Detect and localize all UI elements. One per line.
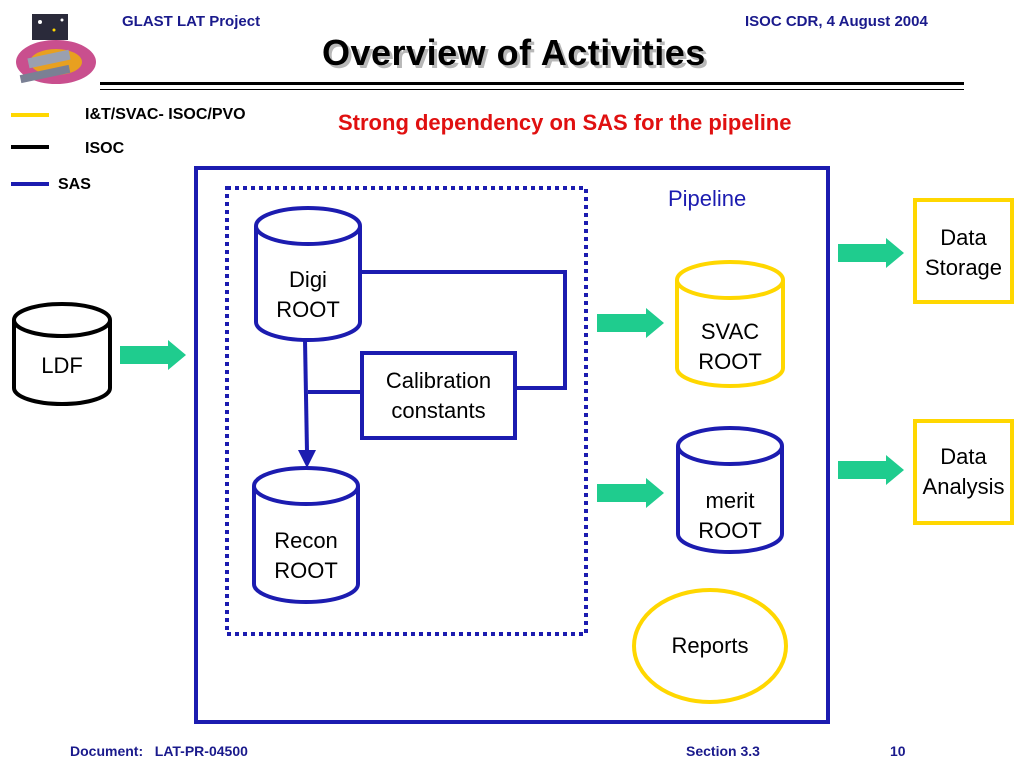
legend-swatch-black: [11, 145, 49, 149]
data-analysis-box: [913, 419, 1014, 525]
calibration-box: [360, 351, 517, 440]
data-analysis-label: Data Analysis: [913, 442, 1014, 502]
header-event: ISOC CDR, 4 August 2004: [745, 13, 928, 30]
digi-to-calibration-line: [360, 270, 567, 390]
legend-label-sas: SAS: [58, 176, 91, 193]
analysis-arrow: [838, 455, 904, 485]
merit-arrow: [597, 478, 664, 508]
calibration-label-line1: Calibration: [385, 368, 492, 393]
legend-swatch-blue: [11, 182, 49, 186]
pipeline-label: Pipeline: [668, 186, 747, 211]
merit-label: merit ROOT: [678, 486, 782, 546]
footer-document: Document: LAT-PR-04500: [70, 743, 248, 759]
data-analysis-line2: Analysis: [922, 474, 1005, 499]
title-rule-thin: [100, 89, 964, 90]
data-storage-label: Data Storage: [913, 223, 1014, 283]
digi-to-recon-line: [303, 339, 309, 453]
recon-label-line1: Recon: [274, 528, 338, 553]
dependency-note: Strong dependency on SAS for the pipelin…: [338, 110, 792, 135]
merit-cylinder: [676, 426, 784, 554]
digi-label-line1: Digi: [289, 267, 327, 292]
flow-arrows: [120, 238, 904, 508]
legend-swatch-yellow: [11, 113, 49, 117]
svac-label-line2: ROOT: [698, 349, 762, 374]
recon-cylinder: [252, 466, 360, 604]
legend-label-isoc: ISOC: [85, 140, 125, 157]
calibration-label-line2: constants: [391, 398, 486, 423]
data-storage-line1: Data: [940, 225, 987, 250]
header-project: GLAST LAT Project: [122, 13, 261, 30]
ldf-arrow: [120, 340, 186, 370]
sas-dotted-group: [225, 186, 588, 636]
svac-cylinder: [675, 260, 785, 388]
data-analysis-line1: Data: [940, 444, 987, 469]
svac-label-line1: SVAC: [700, 319, 760, 344]
digi-to-recon-arrowhead: [298, 450, 316, 468]
footer-section: Section 3.3: [686, 743, 760, 759]
reports-label: Reports: [671, 633, 749, 658]
page-title: Overview of Activities: [322, 32, 706, 73]
calibration-label: Calibration constants: [362, 366, 515, 426]
recon-label: Recon ROOT: [254, 526, 358, 586]
digi-cylinder: [254, 206, 362, 342]
reports-ellipse: [632, 588, 788, 704]
title-rule: [100, 82, 964, 85]
logo-icon: [8, 10, 98, 88]
storage-arrow: [838, 238, 904, 268]
footer-page-number: 10: [890, 743, 906, 759]
ldf-cylinder: [12, 302, 112, 406]
digi-label-line2: ROOT: [276, 297, 340, 322]
merit-label-line2: ROOT: [698, 518, 762, 543]
recon-label-line2: ROOT: [274, 558, 338, 583]
merit-label-line1: merit: [705, 488, 755, 513]
svac-arrow: [597, 308, 664, 338]
pipeline-box: [194, 166, 830, 724]
ldf-label: LDF: [41, 353, 83, 378]
digi-label: Digi ROOT: [256, 265, 360, 325]
data-storage-line2: Storage: [924, 255, 1003, 280]
legend-label-itsvac: I&T/SVAC- ISOC/PVO: [85, 106, 246, 123]
svac-label: SVAC ROOT: [677, 317, 783, 377]
data-storage-box: [913, 198, 1014, 304]
